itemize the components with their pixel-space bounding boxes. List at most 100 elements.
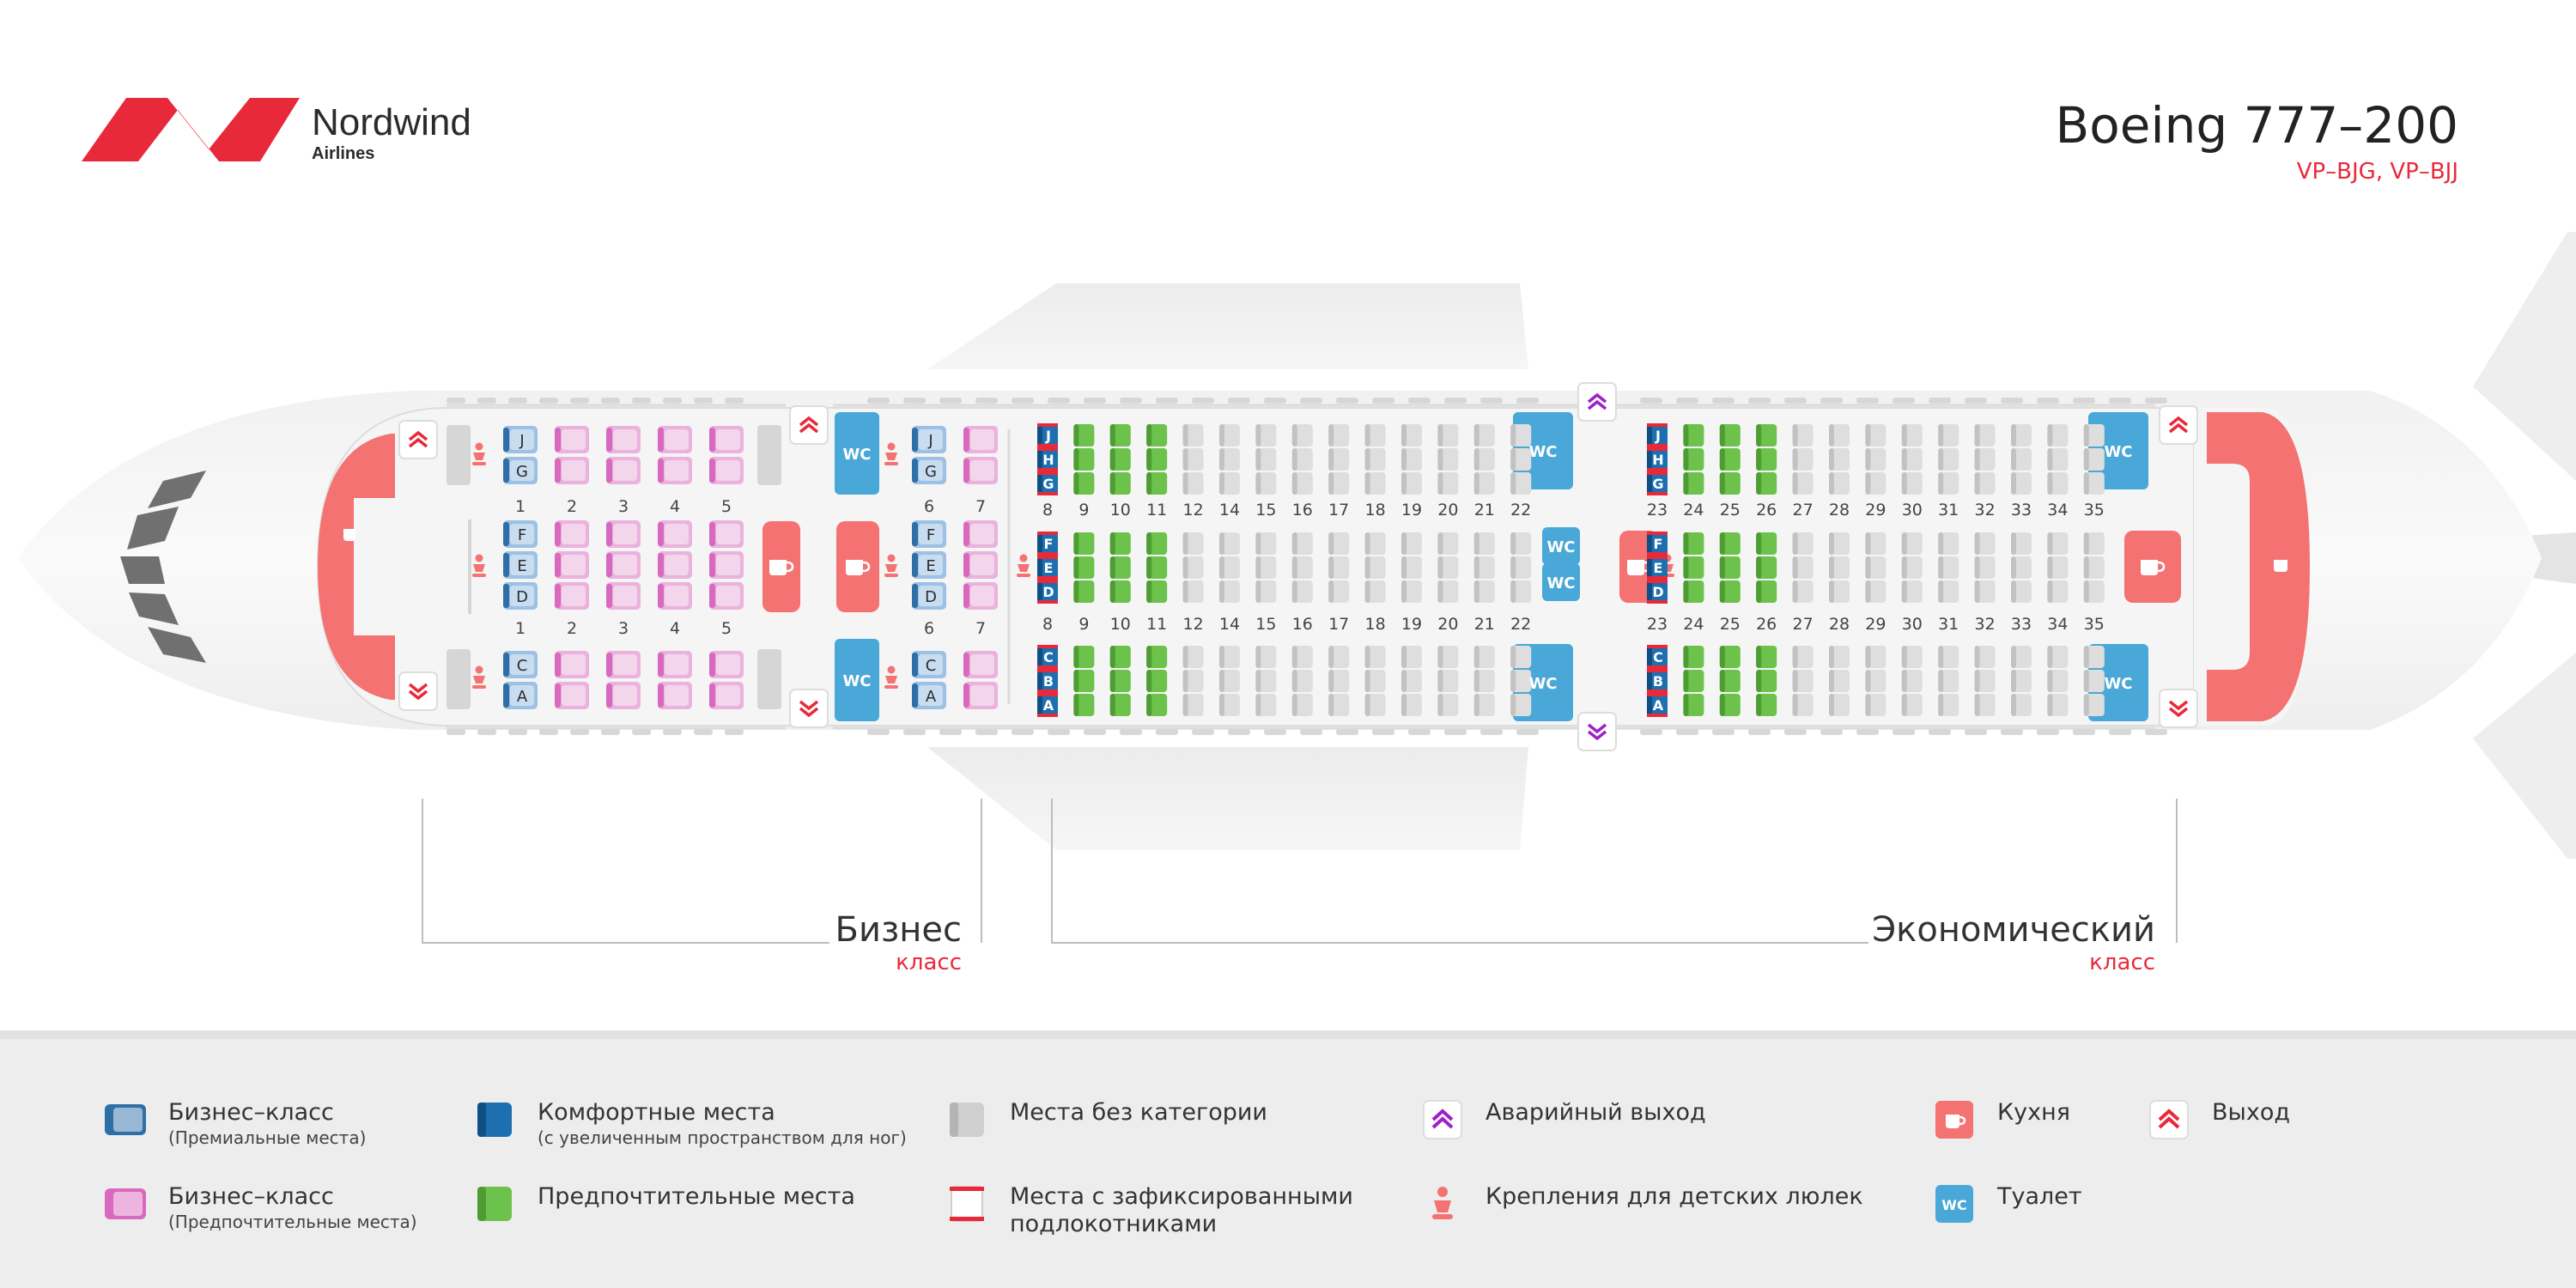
seat-back [1510,424,1516,447]
seat-back [1829,670,1834,692]
seat-back [1037,424,1042,447]
economy-seat [1865,472,1886,495]
seat-shell [658,551,692,579]
economy-seat [1328,424,1350,447]
economy-seat [1437,532,1459,555]
economy-seat [1401,580,1422,603]
row-number: 21 [1474,615,1495,634]
seat-back [709,653,715,677]
seat-back [1473,646,1479,668]
seat-back [1865,694,1871,716]
economy-seat [1901,472,1923,495]
legend: Бизнес–класс (Премиальные места) Бизнес–… [0,1039,2576,1288]
window [1929,398,1951,404]
fixed-armrest [1037,552,1058,556]
bassinet-base [472,462,486,465]
seat-letter: E [1044,560,1054,576]
row-number: 33 [2011,501,2032,519]
business-seat [606,551,641,579]
seat-back [606,584,612,608]
row-number: 19 [1401,501,1422,519]
seat-shell [709,582,744,610]
seat-shell [606,682,641,709]
economy-seat [2047,424,2069,447]
business-seat [912,520,946,548]
economy-seat [2047,646,2069,668]
row-number: 17 [1328,615,1349,634]
seat-cushion [562,654,586,675]
seat-cushion [562,429,586,450]
row-number: 19 [1401,615,1422,634]
seat-back [1219,532,1224,555]
seat-back [1719,646,1725,668]
business-seat [709,682,744,709]
economy-seat [1146,556,1168,579]
business-seat [606,582,641,610]
economy-seat [1437,448,1459,471]
row-number: 5 [721,619,732,638]
seat-letter: F [518,526,526,544]
seat-shell [963,582,998,610]
seat-cushion [665,685,689,706]
economy-seat [1364,694,1386,716]
legend-label: Кухня [1997,1099,2071,1126]
seat-back [1219,580,1224,603]
economy-seat [1473,694,1495,716]
seat-back [963,553,969,577]
business-seat [658,457,692,484]
business-seat [963,682,998,709]
economy-seat [1510,694,1532,716]
seat-back [1719,532,1725,555]
window [1820,729,1843,735]
row-number: 4 [670,497,680,516]
row-number: 8 [1042,615,1053,634]
window [1192,729,1214,735]
seat-back [1901,424,1907,447]
economy-seat [1901,448,1923,471]
cup-icon [343,529,355,541]
economy-seat [1974,532,1996,555]
row-number: 8 [1042,501,1053,519]
economy-seat [1401,646,1422,668]
economy-seat [1792,556,1814,579]
window [1748,729,1771,735]
seat-back [1182,532,1188,555]
economy-seat [1473,532,1495,555]
row-number: 1 [515,497,526,516]
seat-letter: D [1652,584,1663,600]
economy-seat [1182,448,1204,471]
seat-back [1938,448,1944,471]
economy-seat [2011,532,2032,555]
seat-back [1865,556,1871,579]
window [1084,398,1106,404]
business-premium-seat-icon [101,1099,149,1140]
seat-back [1974,580,1980,603]
fixed-armrest [1647,556,1668,559]
economy-seat [1473,424,1495,447]
cup-handle [2157,561,2166,573]
seat-shell [606,651,641,678]
fixed-armrest [1647,665,1668,669]
window [1012,398,1034,404]
tail-fin-bottom [2473,653,2576,859]
seat-back [1756,448,1762,471]
seat-back [1792,694,1798,716]
window [1480,729,1503,735]
window [903,398,926,404]
economy-seat [1291,694,1313,716]
window [867,729,890,735]
seat-back [1938,646,1944,668]
seat-back [1647,556,1652,579]
seat-shell [606,426,641,453]
seat-back [1901,580,1907,603]
seat-cushion [562,524,586,544]
economy-seat [1219,448,1240,471]
window [1784,398,1807,404]
seat-shell [555,551,589,579]
toilet-label: WC [1546,574,1575,592]
seat-back [2047,448,2053,471]
seat-back [1401,532,1406,555]
seat-back [1938,670,1944,692]
economy-seat [1437,556,1459,579]
economy-seat [1146,694,1168,716]
